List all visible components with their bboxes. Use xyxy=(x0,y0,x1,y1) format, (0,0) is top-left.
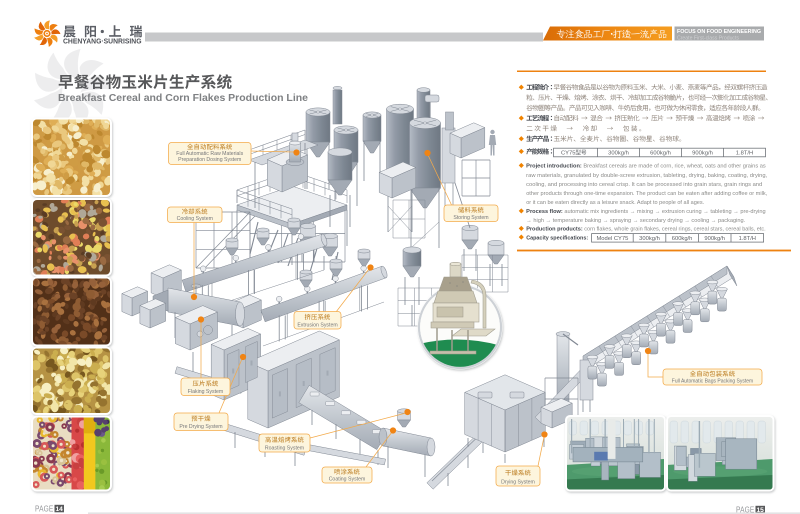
svg-text:300kg/h: 300kg/h xyxy=(639,236,660,242)
svg-text:Cooling System: Cooling System xyxy=(177,216,213,222)
svg-text:1.8T/H: 1.8T/H xyxy=(736,151,753,157)
svg-text:900kg/h: 900kg/h xyxy=(692,151,713,157)
svg-text:other products through one-tim: other products through one-time expansio… xyxy=(526,191,767,197)
svg-text:Preparation Dosing System: Preparation Dosing System xyxy=(178,157,241,163)
svg-text:Storing System: Storing System xyxy=(453,215,488,221)
svg-text:Project introduction: Breakfas: Project introduction: Breakfast cereals … xyxy=(526,164,766,170)
svg-text:Extrusion System: Extrusion System xyxy=(297,322,337,328)
svg-text:Production products: corn flak: Production products: corn flakes, whole … xyxy=(526,227,766,233)
svg-text:Capacity specifications:: Capacity specifications: xyxy=(526,235,588,241)
svg-text:CY75: CY75 xyxy=(561,150,576,156)
svg-text:Flaking System: Flaking System xyxy=(188,389,223,395)
svg-text:1.8T/H: 1.8T/H xyxy=(739,236,756,242)
svg-text:Create First-class Products: Create First-class Products xyxy=(677,35,740,41)
svg-text:Model CY75: Model CY75 xyxy=(596,236,628,242)
svg-text:Pre Drying System: Pre Drying System xyxy=(179,424,222,430)
svg-text:PAGE: PAGE xyxy=(736,505,755,514)
svg-text:Drying System: Drying System xyxy=(501,479,535,485)
svg-text:Process flow: automatic mix in: Process flow: automatic mix ingredients … xyxy=(526,209,766,215)
svg-text:Breakfast Cereal and Corn Flak: Breakfast Cereal and Corn Flakes Product… xyxy=(58,93,308,104)
svg-text:CHENYANG·SUNRISING: CHENYANG·SUNRISING xyxy=(63,39,142,46)
svg-text:Coating System: Coating System xyxy=(329,476,366,482)
svg-text:PAGE: PAGE xyxy=(35,504,54,513)
svg-text:FOCUS ON FOOD ENGINEERING: FOCUS ON FOOD ENGINEERING xyxy=(677,29,761,35)
svg-text:Roasting System: Roasting System xyxy=(265,445,304,451)
svg-text:600kg/h: 600kg/h xyxy=(672,236,693,242)
svg-text:Full Automatic Bags Packing Sy: Full Automatic Bags Packing System xyxy=(672,378,753,384)
svg-text:→ high → temperature baking →: → high → temperature baking → spraying →… xyxy=(526,218,745,224)
svg-text:14: 14 xyxy=(56,506,64,513)
svg-text:900kg/h: 900kg/h xyxy=(704,236,725,242)
svg-text:600kg/h: 600kg/h xyxy=(650,151,671,157)
svg-text:cooling, and processing into c: cooling, and processing into cereal cris… xyxy=(526,182,762,188)
svg-text:15: 15 xyxy=(757,507,765,514)
svg-text:300kg/h: 300kg/h xyxy=(608,151,629,157)
svg-text:raw materials, granulated by d: raw materials, granulated by double-scre… xyxy=(526,173,767,179)
svg-text:Full Automatic Raw Materials: Full Automatic Raw Materials xyxy=(176,151,243,157)
svg-text:or it can be eaten directly as: or it can be eaten directly as a leisure… xyxy=(526,200,704,206)
